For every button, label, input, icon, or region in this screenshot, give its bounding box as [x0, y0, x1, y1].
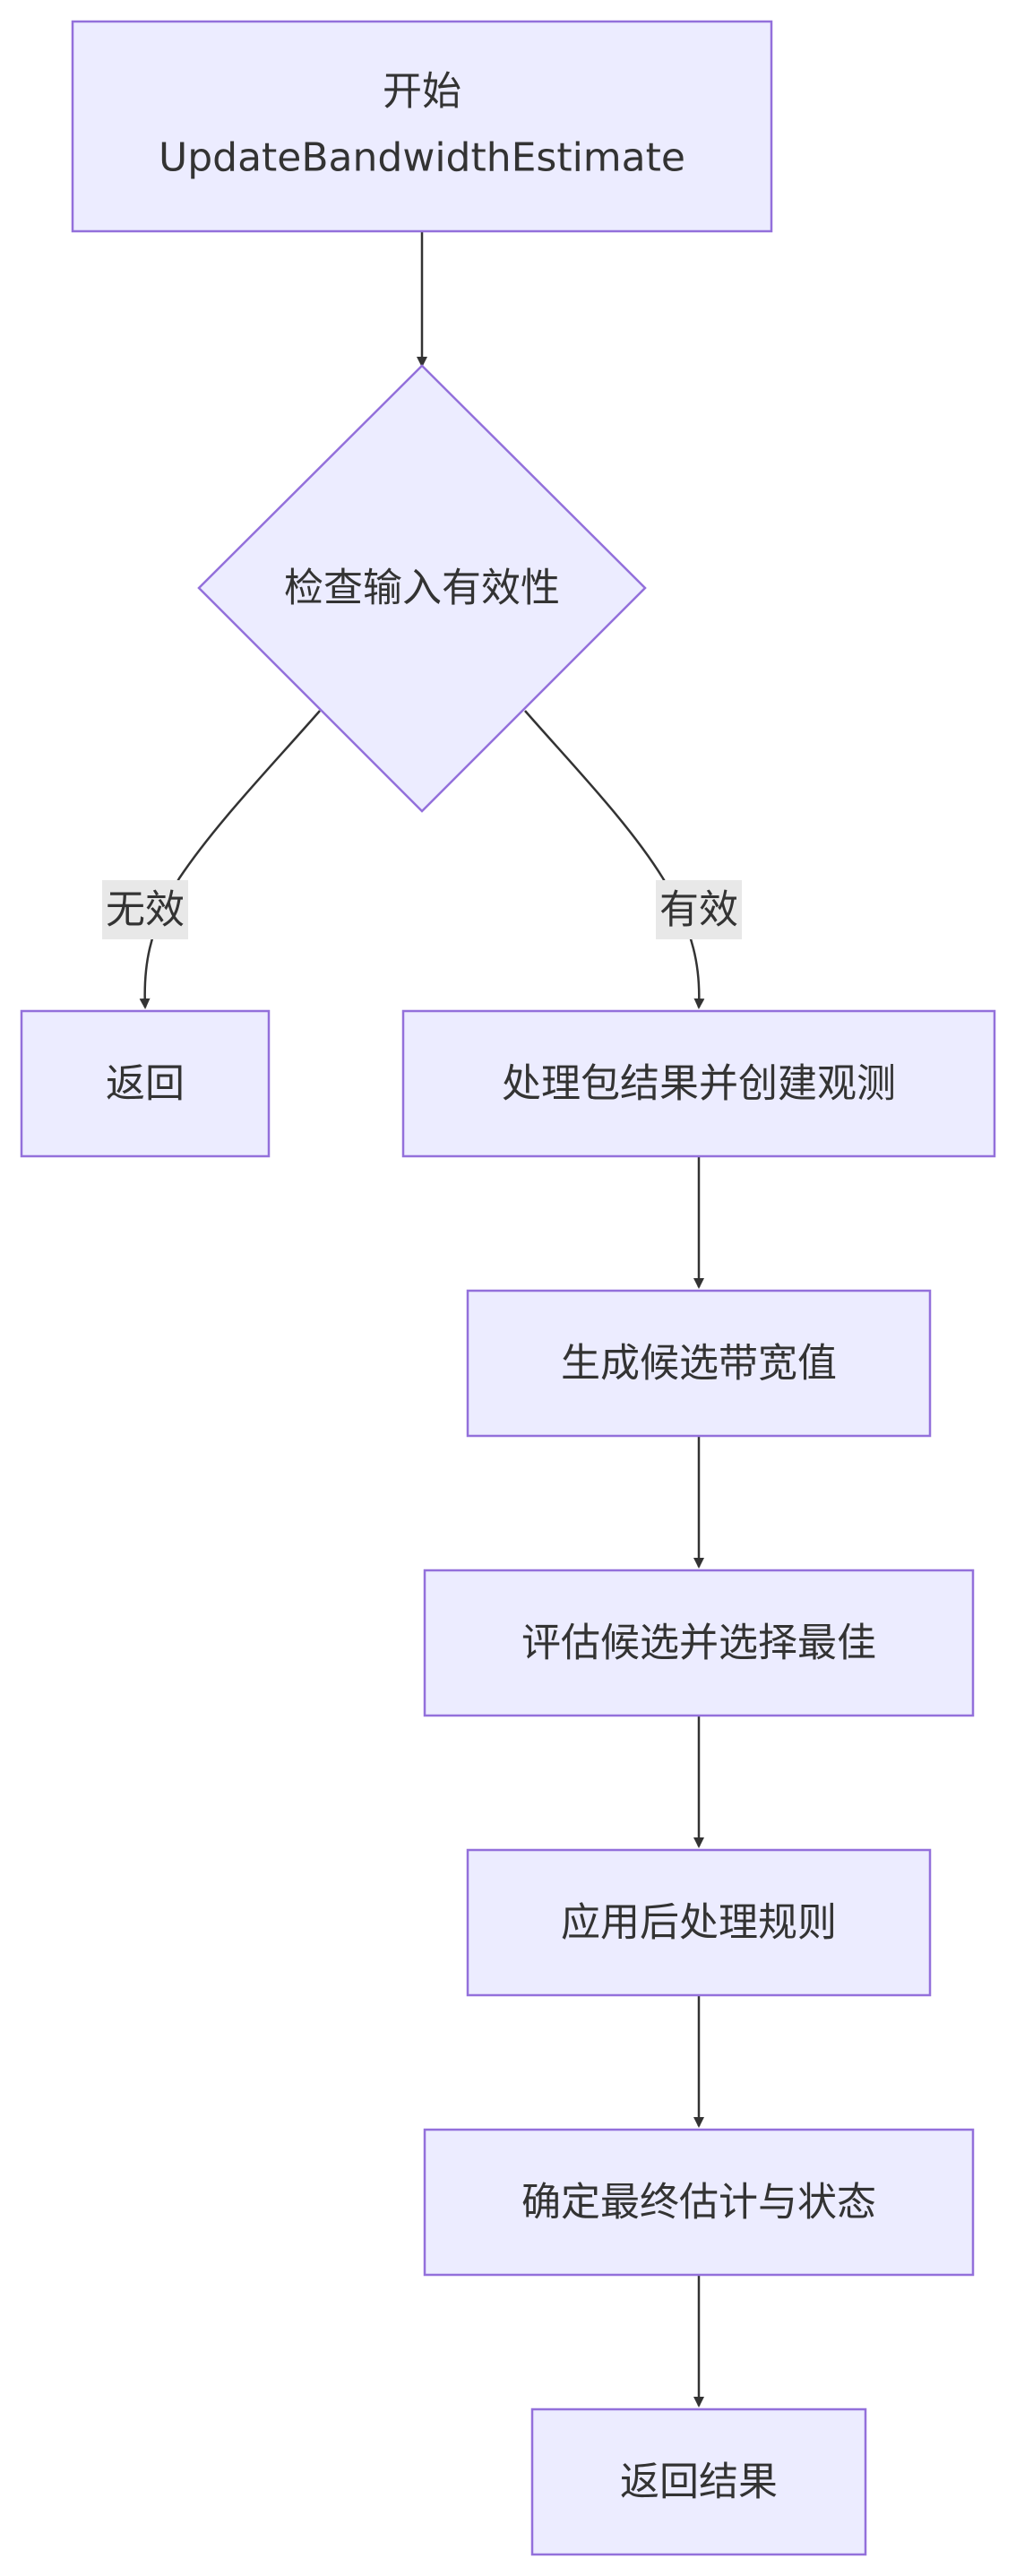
node-process: 处理包结果并创建观测 — [401, 1009, 996, 1158]
node-generate-label: 生成候选带宽值 — [561, 1341, 837, 1387]
node-return: 返回 — [20, 1009, 271, 1158]
edge-label-valid: 有效 — [656, 880, 742, 939]
edge-label-valid-text: 有效 — [659, 887, 738, 933]
node-start-line2: UpdateBandwidthEstimate — [159, 135, 685, 181]
node-generate: 生成候选带宽值 — [466, 1289, 932, 1438]
node-start-line1: 开始 — [383, 69, 461, 115]
node-evaluate: 评估候选并选择最佳 — [423, 1569, 975, 1717]
node-apply-label: 应用后处理规则 — [561, 1900, 837, 1946]
edge-check-to-return — [139, 710, 321, 1009]
edge-label-invalid: 无效 — [102, 880, 188, 939]
node-process-label: 处理包结果并创建观测 — [502, 1061, 896, 1107]
node-start: 开始 UpdateBandwidthEstimate — [71, 20, 773, 233]
node-check-decision: 检查输入有效性 — [197, 364, 647, 813]
node-check-label: 检查输入有效性 — [284, 566, 560, 611]
node-apply: 应用后处理规则 — [466, 1848, 932, 1997]
node-return-label: 返回 — [106, 1061, 185, 1107]
edge-label-invalid-text: 无效 — [106, 887, 185, 933]
node-determine-label: 确定最终估计与状态 — [521, 2180, 876, 2226]
node-return-result: 返回结果 — [530, 2407, 867, 2556]
node-determine: 确定最终估计与状态 — [423, 2128, 975, 2277]
edge-check-to-process — [524, 710, 705, 1009]
node-evaluate-label: 评估候选并选择最佳 — [521, 1621, 876, 1666]
node-return-result-label: 返回结果 — [620, 2459, 778, 2505]
